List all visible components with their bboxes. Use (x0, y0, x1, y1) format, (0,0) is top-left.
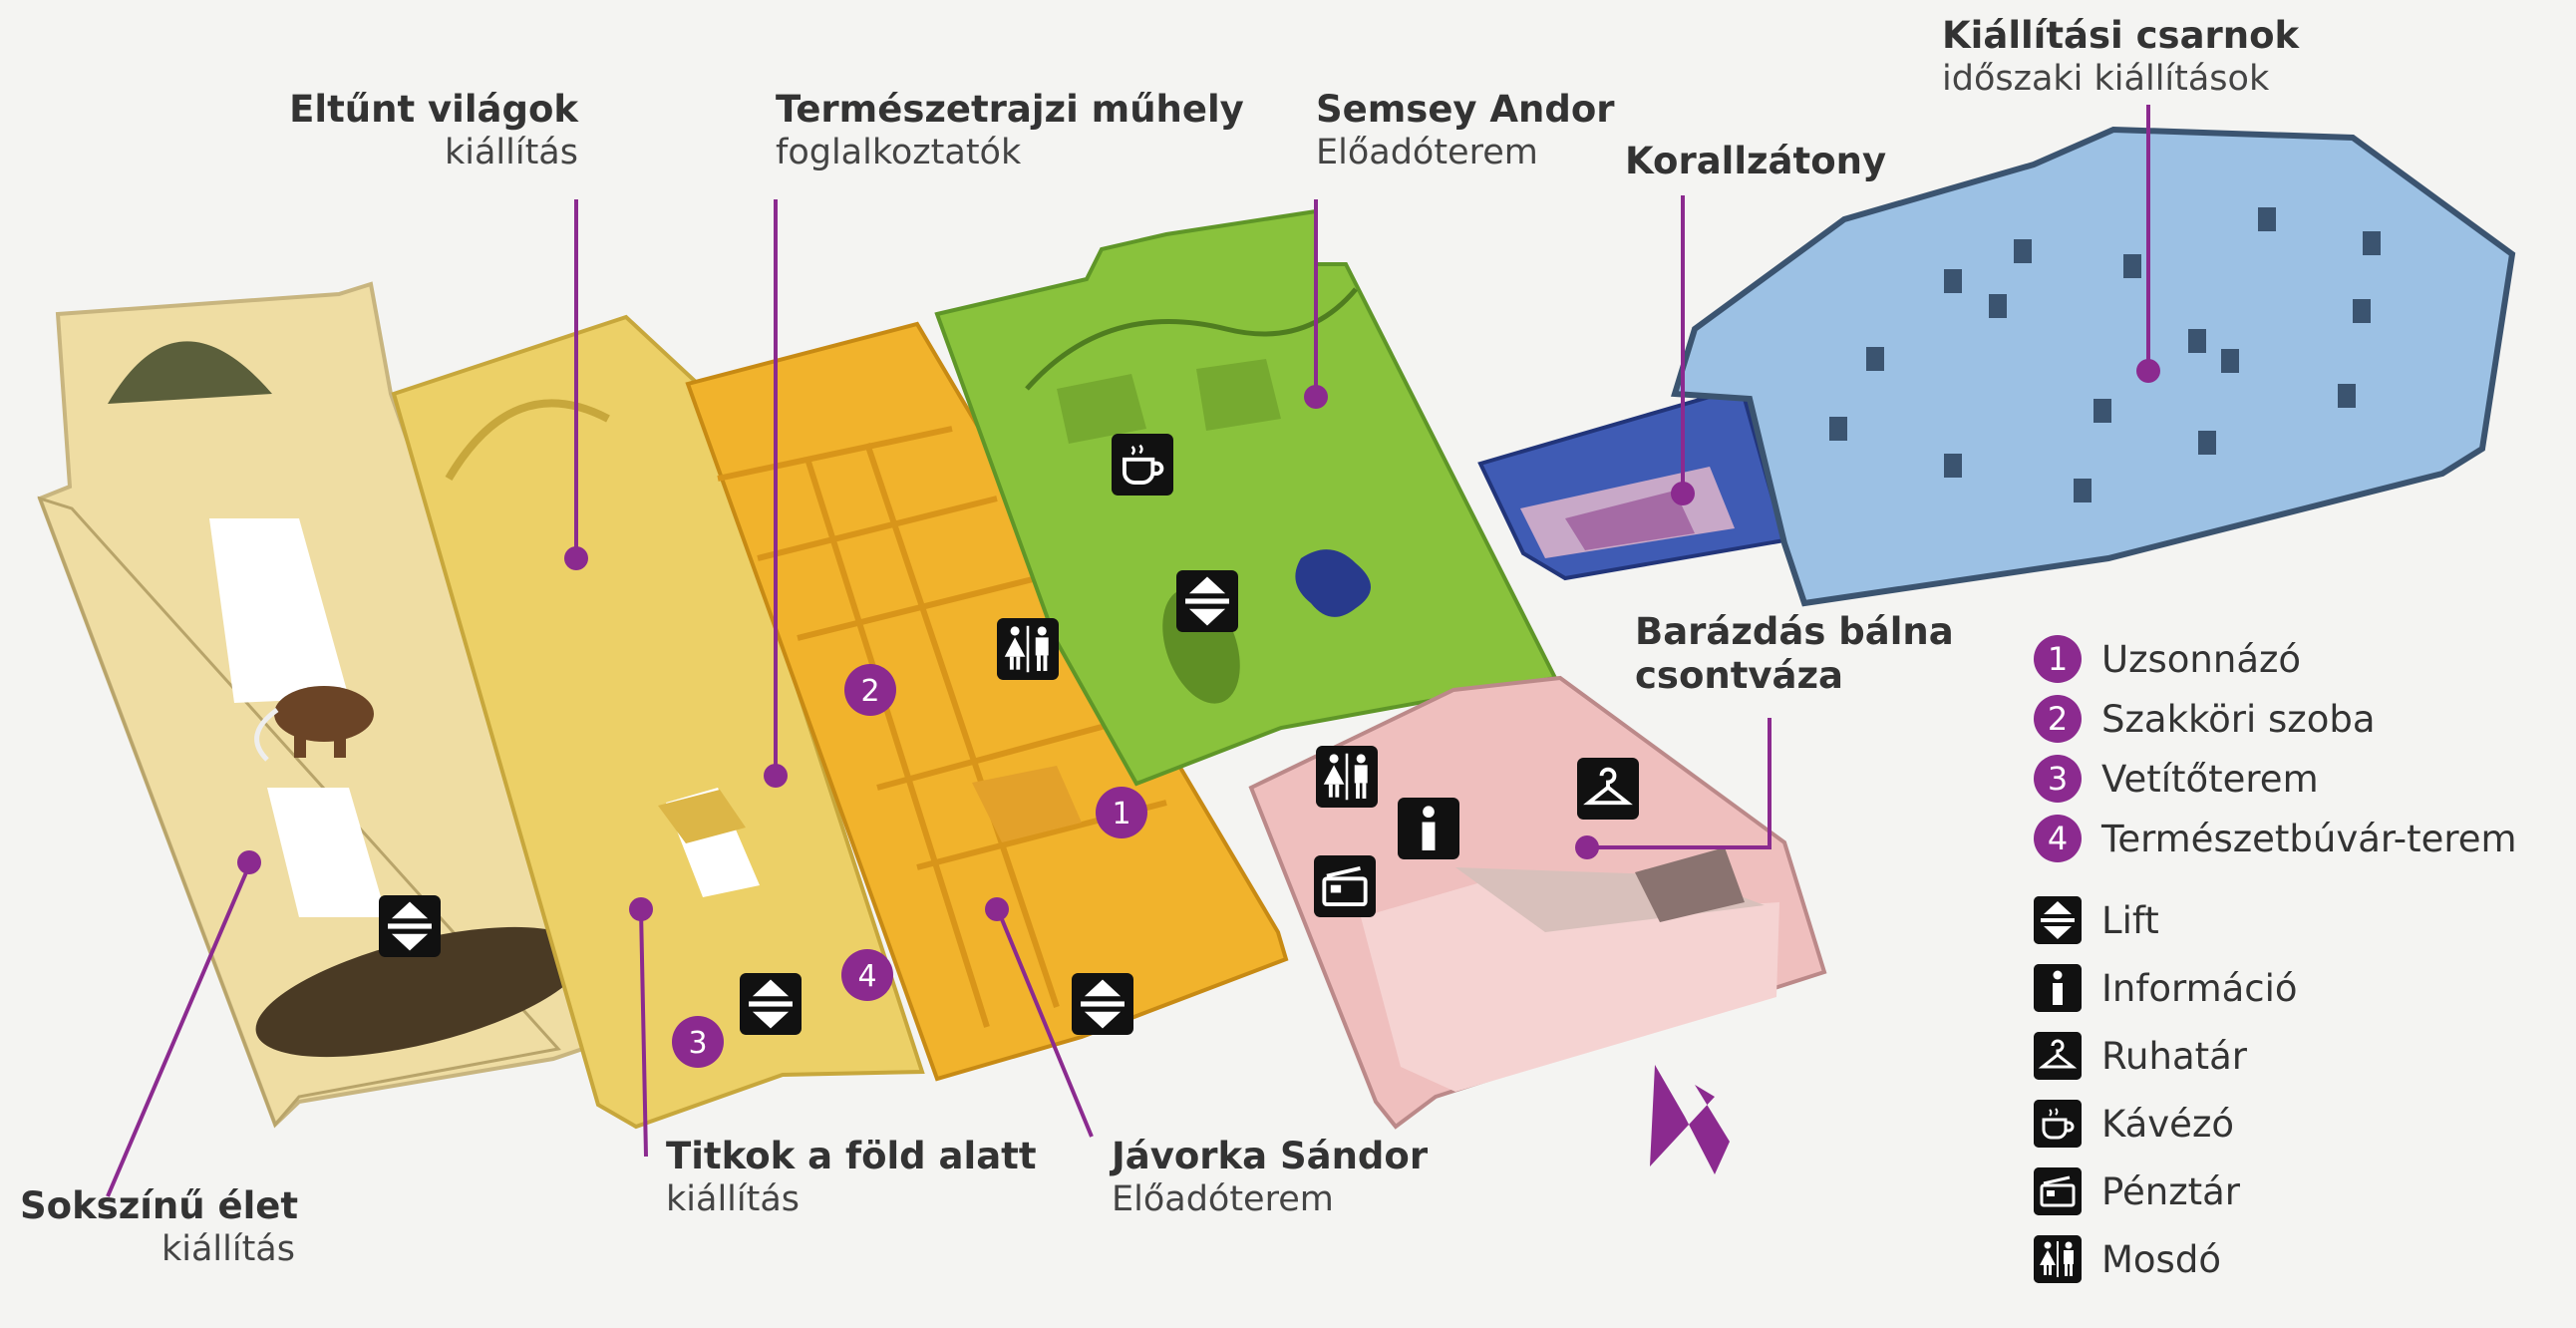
label-kiallitasi-csarnok: Kiállítási csarnok időszaki kiállítások (1942, 14, 2299, 100)
label-javorka-sandor: Jávorka Sándor Előadóterem (1112, 1135, 1428, 1220)
legend-label: Mosdó (2101, 1237, 2221, 1281)
ticket-office-icon (2034, 1167, 2082, 1215)
zone-eltunt-vilagok[interactable] (391, 314, 925, 1130)
room-marker-label: 1 (1112, 797, 1130, 831)
legend-label: Információ (2101, 966, 2298, 1010)
legend-item-kavezo: Kávézó (2034, 1099, 2234, 1149)
label-title-line2: csontváza (1635, 654, 1843, 698)
label-title: Titkok a föld alatt (666, 1135, 1037, 1177)
legend-item-ruhatar: Ruhatár (2034, 1031, 2247, 1081)
legend-label: Lift (2101, 898, 2159, 942)
label-semsey-andor: Semsey Andor Előadóterem (1316, 88, 1615, 173)
label-eltunt-vilagok: Eltűnt világok kiállítás (249, 88, 578, 173)
label-title: Semsey Andor (1316, 88, 1615, 131)
legend-label: Ruhatár (2101, 1034, 2248, 1078)
legend-item-termeszetbuvar-terem: 4 Természetbúvár-terem (2034, 814, 2517, 863)
entrance-arrow-icon (1650, 1065, 1730, 1174)
leader-dots (237, 359, 2160, 921)
room-marker-2: 2 (844, 664, 896, 716)
legend-number: 1 (2034, 635, 2082, 683)
legend-label: Pénztár (2101, 1169, 2241, 1213)
legend-label: Szakköri szoba (2101, 697, 2376, 741)
zone-kiallitasi-csarnok[interactable] (1671, 126, 2516, 607)
legend-item-uzsonnazo: 1 Uzsonnázó (2034, 634, 2301, 684)
label-sub: kiállítás (444, 133, 578, 173)
label-title: Korallzátony (1625, 140, 1887, 182)
info-icon (2034, 964, 2082, 1012)
label-barazdas-balna: Barázdás bálna csontváza (1635, 610, 1954, 699)
zone-semsey-andor[interactable] (934, 208, 1558, 787)
leader-lines (106, 105, 2150, 1197)
legend-label: Vetítőterem (2101, 757, 2319, 801)
lift-icon (2034, 896, 2082, 944)
restroom-icon (997, 618, 1059, 680)
label-title: Eltűnt világok (289, 88, 578, 131)
lift-icon (1176, 570, 1238, 632)
restroom-icon (1316, 746, 1378, 808)
legend-item-szakkori-szoba: 2 Szakköri szoba (2034, 694, 2376, 744)
label-korallzatony: Korallzátony (1625, 140, 1886, 183)
label-title: Barázdás bálna (1635, 610, 1954, 653)
zone-korallzatony[interactable] (1477, 394, 1787, 581)
room-marker-1: 1 (1096, 787, 1147, 838)
legend-item-informacio: Információ (2034, 963, 2298, 1013)
legend-label: Kávézó (2101, 1102, 2235, 1146)
zone-termeszetrajzi-muhely[interactable] (685, 321, 1289, 1082)
restroom-icon (2034, 1235, 2082, 1283)
legend-item-vetitoterem: 3 Vetítőterem (2034, 754, 2319, 804)
label-termeszetrajzi-muhely: Természetrajzi műhely foglalkoztatók (776, 88, 1244, 173)
cloakroom-icon (2034, 1032, 2082, 1080)
legend-number: 3 (2034, 755, 2082, 803)
label-sub: Előadóterem (1316, 133, 1538, 173)
label-sub: Előadóterem (1112, 1179, 1334, 1220)
room-marker-label: 3 (688, 1026, 707, 1061)
room-marker-4: 4 (841, 949, 893, 1001)
legend-number: 4 (2034, 815, 2082, 862)
cafe-icon (1112, 434, 1173, 496)
label-title: Kiállítási csarnok (1942, 14, 2300, 57)
cafe-icon (2034, 1100, 2082, 1148)
room-marker-label: 2 (860, 674, 879, 709)
room-marker-label: 4 (857, 959, 876, 994)
label-sub: időszaki kiállítások (1942, 59, 2270, 100)
cloakroom-icon (1577, 758, 1639, 820)
legend-item-penztar: Pénztár (2034, 1166, 2240, 1216)
label-sokszinu-elet: Sokszínű élet kiállítás (20, 1184, 299, 1270)
ticket-office-icon (1314, 855, 1376, 917)
legend-label: Uzsonnázó (2101, 637, 2302, 681)
label-title: Sokszínű élet (20, 1184, 299, 1227)
label-sub: kiállítás (666, 1179, 801, 1220)
room-marker-3: 3 (672, 1016, 724, 1068)
label-sub: kiállítás (161, 1229, 295, 1270)
label-sub: foglalkoztatók (776, 133, 1022, 173)
label-title: Jávorka Sándor (1112, 1135, 1429, 1177)
legend-item-lift: Lift (2034, 895, 2159, 945)
info-icon (1398, 798, 1459, 859)
label-title: Természetrajzi műhely (776, 88, 1244, 131)
legend-number: 2 (2034, 695, 2082, 743)
legend-label: Természetbúvár-terem (2101, 817, 2517, 860)
legend-item-mosdo: Mosdó (2034, 1234, 2221, 1284)
label-titkok-a-fold-alatt: Titkok a föld alatt kiállítás (666, 1135, 1037, 1220)
lift-icon (1072, 973, 1133, 1035)
zone-sokszinu-elet[interactable] (37, 281, 621, 1129)
lift-icon (740, 973, 802, 1035)
zone-balna[interactable] (1248, 675, 1827, 1130)
lift-icon (379, 895, 441, 957)
